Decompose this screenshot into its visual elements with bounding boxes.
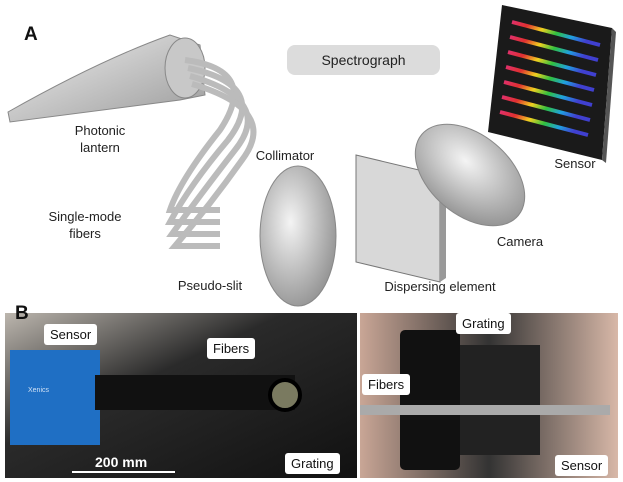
spectrum-stripe (505, 65, 595, 92)
spectrum-stripe (509, 35, 599, 62)
spectrum-stripe (501, 95, 591, 122)
spectrum-stripe (507, 50, 597, 77)
panel-label-b: B (15, 303, 29, 324)
spectrum-stripe (503, 80, 593, 107)
tag-sensor-right: Sensor (555, 455, 609, 476)
spectrograph-title: Spectrograph (287, 45, 440, 75)
label-camera: Camera (496, 234, 544, 249)
spectrum-stripe (511, 20, 601, 47)
camera-logo: Xenics (28, 387, 50, 394)
tag-fibers-left: Fibers (207, 338, 256, 359)
tag-grating-right: Grating (456, 313, 511, 334)
label-pseudo-slit: Pseudo-slit (177, 278, 243, 293)
sensor-panel (488, 5, 616, 163)
label-dispersing-element: Dispersing element (384, 279, 496, 294)
collimator-lens (259, 165, 337, 307)
scale-bar-label: 200 mm (95, 454, 148, 470)
panel-label-a: A (24, 24, 38, 45)
tag-grating-left: Grating (285, 453, 340, 474)
tag-fibers-right: Fibers (362, 374, 411, 395)
label-sensor: Sensor (554, 156, 596, 171)
spectrum-stripe (499, 110, 589, 137)
tag-sensor-left: Sensor (44, 324, 98, 345)
label-photonic-lantern: Photonic lantern (74, 123, 126, 155)
single-mode-fibers (164, 57, 257, 249)
camera-body (10, 350, 100, 445)
lens-tube (95, 375, 295, 410)
camera-lens (414, 123, 526, 227)
label-collimator: Collimator (255, 148, 315, 163)
photonic-lantern (7, 34, 206, 123)
label-single-mode-fibers: Single-mode fibers (48, 209, 122, 241)
